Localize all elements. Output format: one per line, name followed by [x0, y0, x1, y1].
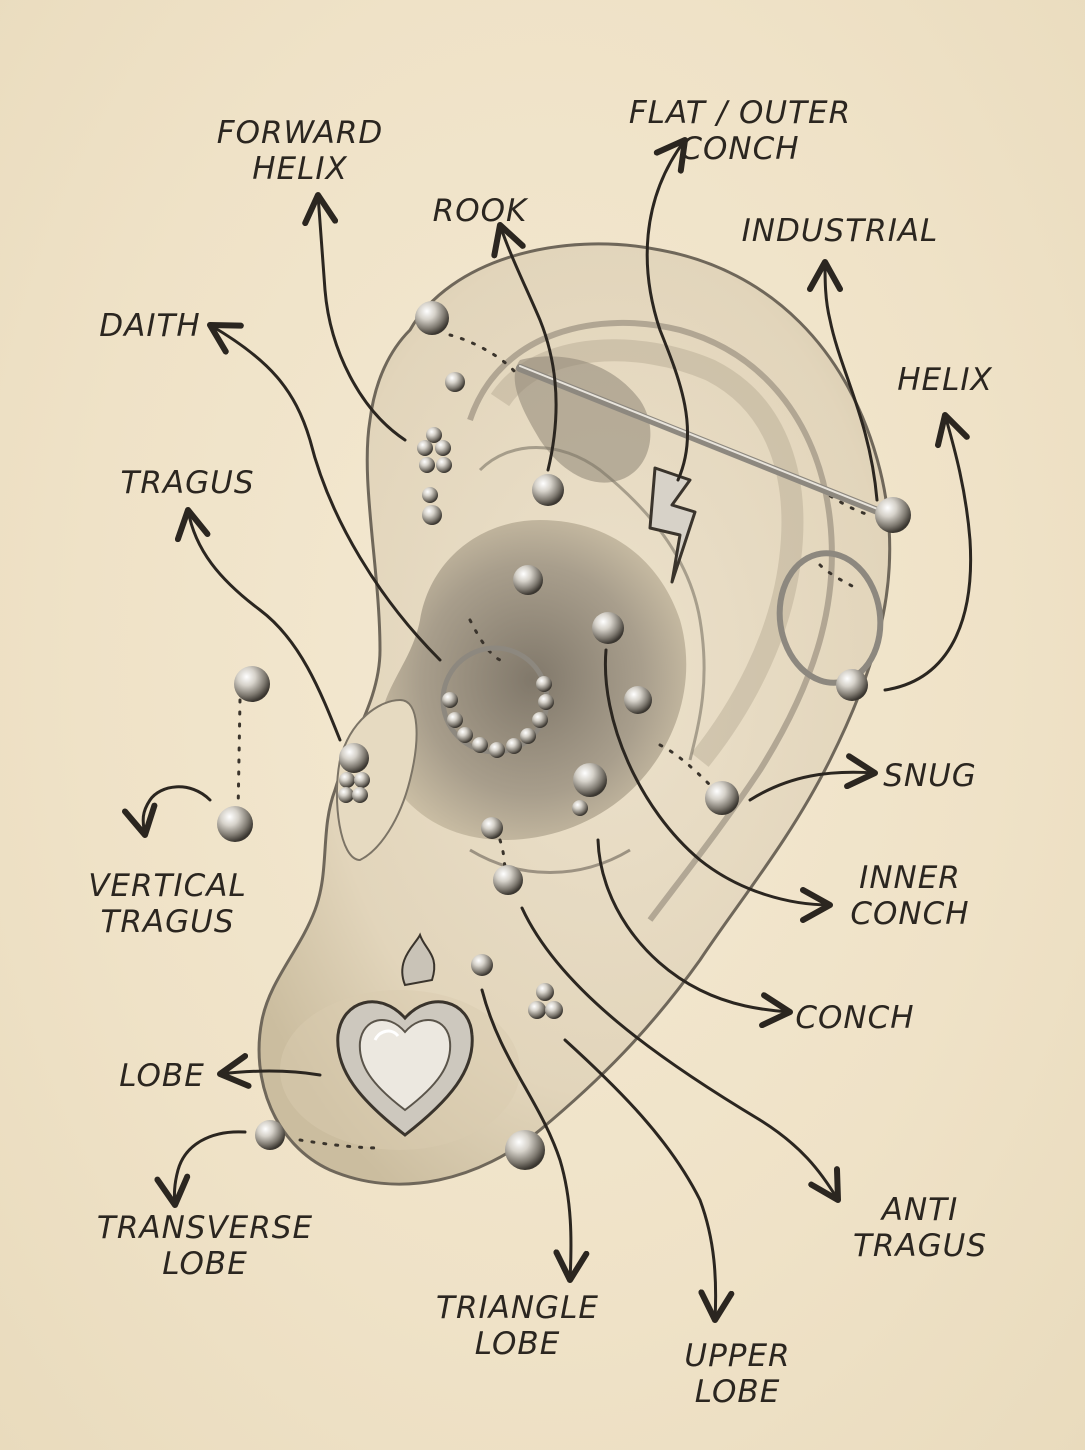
stud-balls — [217, 301, 911, 1170]
label-tragus: TRAGUS — [120, 465, 255, 501]
arrow-triangle-lobe — [480, 988, 590, 1283]
label-industrial: INDUSTRIAL — [741, 213, 939, 249]
arrow-forward-helix — [302, 192, 407, 442]
arrow-snug — [748, 753, 878, 802]
lightning-bolt-icon — [648, 466, 697, 584]
arrow-anti-tragus — [520, 906, 841, 1203]
label-snug: SNUG — [883, 758, 977, 794]
arrow-tragus — [174, 507, 342, 742]
arrow-inner-conch — [603, 648, 833, 923]
leader-arrows — [121, 137, 973, 1323]
arrow-flat-conch — [645, 137, 690, 482]
helix-hoop — [776, 550, 884, 701]
daith-ring — [440, 645, 554, 758]
label-lobe: LOBE — [119, 1058, 205, 1094]
arrow-transverse-lobe — [154, 1130, 247, 1208]
arrow-conch — [596, 838, 793, 1029]
arrow-rook — [491, 222, 558, 472]
scapha-shadow — [490, 339, 804, 767]
label-helix: HELIX — [897, 362, 993, 398]
label-conch: CONCH — [795, 1000, 915, 1036]
tragus-shape — [335, 698, 418, 862]
industrial-bar — [516, 364, 884, 516]
concha-cavity — [378, 520, 687, 840]
antihelix-ridge — [478, 446, 706, 761]
arrow-upper-lobe — [563, 1038, 735, 1323]
heart-jewel — [336, 932, 474, 1137]
label-daith: DAITH — [99, 308, 201, 344]
arrow-daith — [207, 322, 442, 662]
arrow-vertical-tragus — [121, 785, 212, 838]
arrow-lobe — [217, 1053, 322, 1089]
label-rook: ROOK — [432, 193, 528, 229]
arrow-helix — [883, 412, 973, 692]
arrow-industrial — [807, 259, 879, 502]
antitragus-ridge — [469, 848, 631, 874]
upper-cavity — [514, 356, 651, 483]
